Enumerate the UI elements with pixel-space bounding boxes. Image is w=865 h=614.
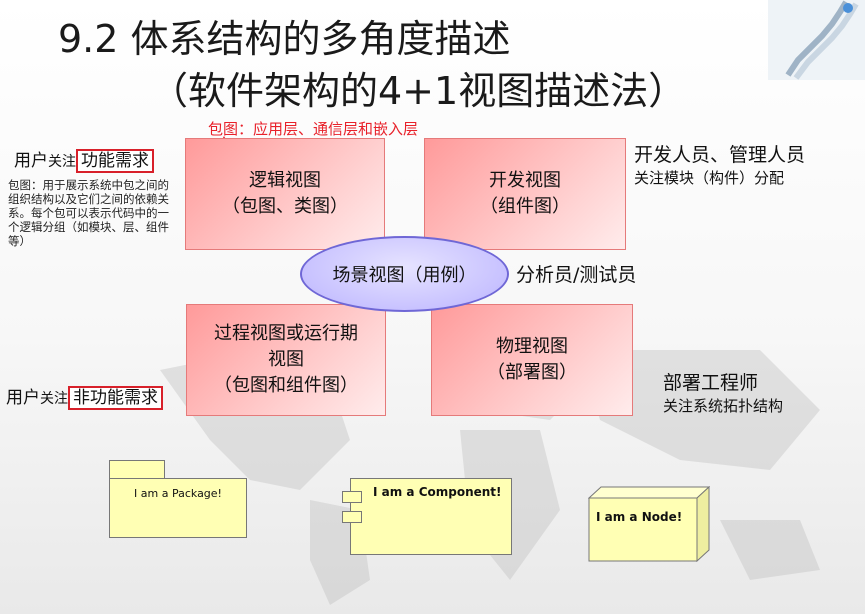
development-view-box: 开发视图 （组件图）: [424, 138, 626, 250]
process-view-box: 过程视图或运行期 视图 （包图和组件图）: [186, 304, 386, 416]
component-port-bottom: [342, 511, 362, 523]
staircase-decoration: [768, 0, 865, 80]
functional-requirements-box: 功能需求: [76, 149, 154, 173]
node-label: I am a Node!: [596, 510, 683, 524]
package-label: I am a Package!: [109, 478, 247, 538]
package-tab: [109, 460, 165, 480]
nonfunctional-requirements-box: 非功能需求: [68, 386, 163, 410]
analyst-tester-label: 分析员/测试员: [516, 264, 637, 286]
package-layers-annotation: 包图：应用层、通信层和嵌入层: [208, 120, 419, 138]
user-nonfunctional-label: 用户关注非功能需求: [6, 383, 163, 410]
user-functional-label: 用户关注功能需求: [14, 146, 154, 173]
uml-package-shape: I am a Package!: [109, 460, 249, 540]
component-label: I am a Component!: [373, 485, 502, 499]
uml-node-shape: I am a Node!: [588, 486, 710, 562]
deployment-engineer-label: 部署工程师 关注系统拓扑结构: [663, 372, 784, 415]
developer-manager-label: 开发人员、管理人员 关注模块（构件）分配: [634, 144, 806, 187]
uml-component-shape: I am a Component!: [342, 478, 512, 555]
scenario-view-ellipse: 场景视图（用例）: [300, 236, 509, 312]
logical-view-box: 逻辑视图 （包图、类图）: [185, 138, 385, 250]
physical-view-box: 物理视图 （部署图）: [431, 304, 633, 416]
node-cube-icon: [588, 486, 710, 562]
title-line-1: 9.2 体系结构的多角度描述: [58, 17, 511, 61]
component-port-top: [342, 491, 362, 503]
title-line-2: （软件架构的4+1视图描述法）: [150, 69, 687, 113]
package-diagram-description: 包图：用于展示系统中包之间的组织结构以及它们之间的依赖关系。每个包可以表示代码中…: [8, 178, 169, 248]
